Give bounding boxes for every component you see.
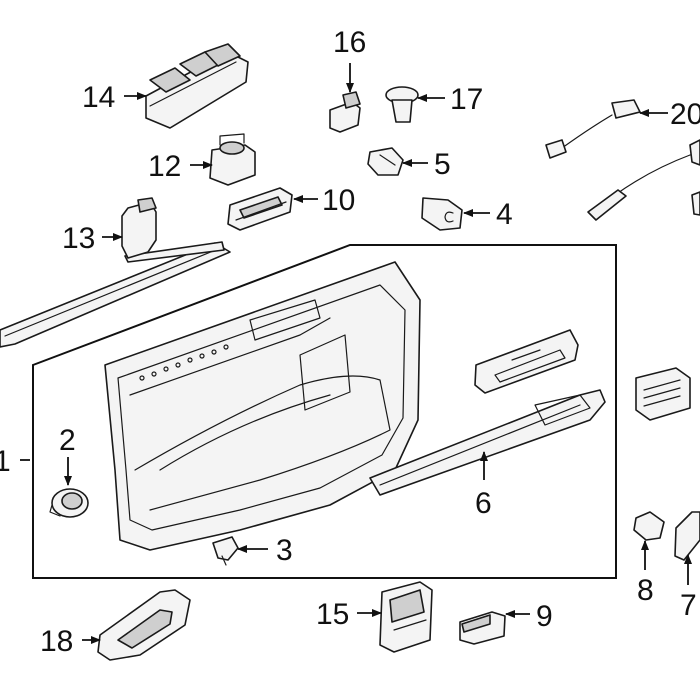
part-8-bracket — [633, 511, 665, 541]
callout-2: 2 — [59, 424, 76, 457]
part-6-armrest-trim — [369, 389, 606, 496]
callout-10: 10 — [322, 184, 355, 217]
panel-assembly-frame — [32, 244, 617, 579]
callout-1: 1 — [0, 445, 11, 478]
part-15-switch-assembly — [379, 581, 433, 653]
callout-20: 20 — [670, 98, 700, 131]
part-17-push-clip — [385, 86, 419, 123]
callout-15: 15 — [316, 598, 349, 631]
callout-12: 12 — [148, 150, 181, 183]
callout-14: 14 — [82, 81, 115, 114]
part-13-switch-cap — [121, 197, 157, 259]
belt-molding-strip — [0, 241, 231, 348]
part-3-clip — [212, 536, 239, 566]
part-4-clip — [421, 197, 463, 231]
part-9-switch — [459, 611, 506, 645]
leader-lines — [20, 63, 692, 644]
part-20-wiring-harness — [545, 99, 700, 221]
part-18-pull-handle — [97, 589, 191, 661]
part-2-knob — [49, 488, 89, 518]
callout-8: 8 — [637, 574, 654, 607]
part-14-window-switch — [145, 43, 249, 129]
callout-17: 17 — [450, 83, 483, 116]
callout-3: 3 — [276, 534, 293, 567]
part-16-connector — [329, 91, 361, 133]
door-handle-bezel — [474, 329, 579, 394]
control-module — [635, 367, 691, 421]
callout-18: 18 — [40, 625, 73, 658]
part-12-mirror-switch — [209, 133, 256, 186]
part-7-trim — [674, 511, 700, 561]
part-5-retainer — [367, 147, 404, 176]
callout-16: 16 — [333, 26, 366, 59]
callout-7: 7 — [680, 589, 697, 622]
callout-4: 4 — [496, 198, 513, 231]
callout-9: 9 — [536, 600, 553, 633]
part-10-switch-panel — [227, 187, 293, 231]
callout-13: 13 — [62, 222, 95, 255]
callout-6: 6 — [475, 487, 492, 520]
door-trim-panel — [104, 261, 421, 551]
callout-5: 5 — [434, 148, 451, 181]
